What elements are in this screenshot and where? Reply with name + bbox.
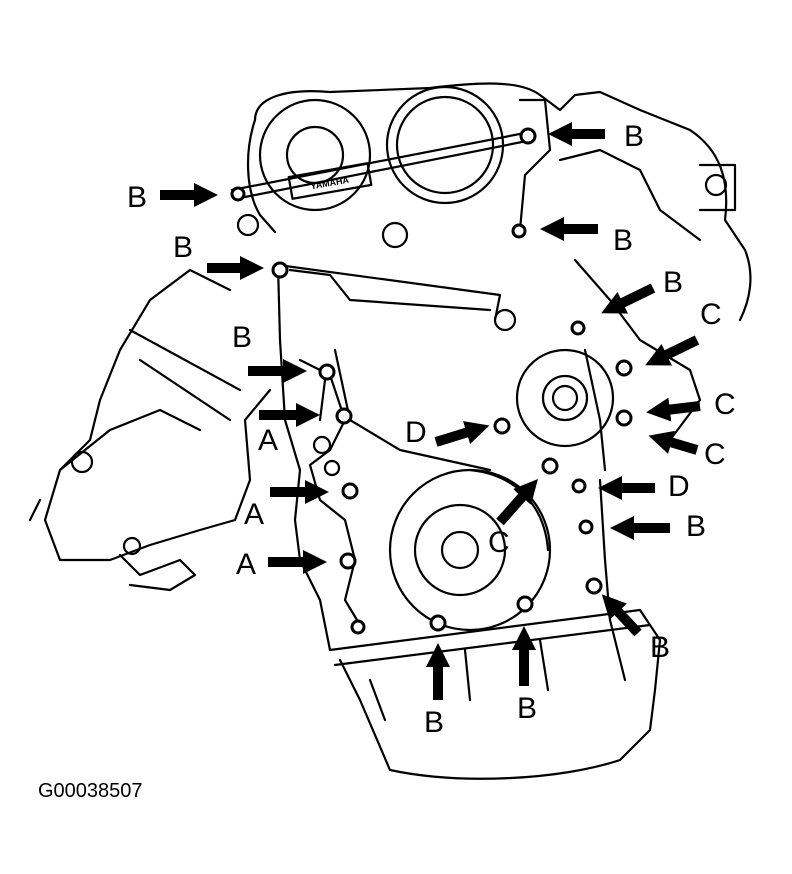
engine-drawing (28, 82, 752, 780)
bolt-icon (541, 457, 559, 475)
callout-d2: D (668, 470, 690, 503)
bolt-icon (570, 320, 586, 336)
arrow-icon (434, 421, 490, 447)
arrow-icon (496, 479, 538, 526)
bolt-icon (511, 223, 527, 239)
bolt-icon (339, 552, 357, 570)
callout-d1: D (405, 416, 427, 449)
callout-b7: B (686, 510, 707, 543)
arrow-icon (645, 335, 700, 366)
arrow-icon (601, 283, 656, 314)
bolt-icon (493, 417, 511, 435)
callout-a3: A (236, 548, 257, 581)
arrow-icon (601, 594, 642, 637)
bolt-icon (429, 614, 447, 632)
callout-b6: B (232, 321, 253, 354)
bolt-icon (571, 478, 587, 494)
bolt-icon (516, 595, 534, 613)
callout-b1: B (127, 181, 148, 214)
arrows (160, 121, 701, 700)
bolt-icon (350, 619, 366, 635)
bolt-icon (271, 261, 289, 279)
bolt-icon (230, 186, 246, 202)
figure-id-caption: G00038507 (38, 780, 143, 802)
callout-b2: B (624, 120, 645, 153)
callout-b5: B (663, 266, 684, 299)
callout-b4: B (173, 231, 194, 264)
callout-b9: B (424, 706, 445, 739)
callout-b8: B (650, 631, 671, 664)
callout-c1: C (700, 298, 722, 331)
bolt-icon (341, 482, 359, 500)
bolt-icon (615, 409, 633, 427)
bolts (230, 127, 633, 635)
callout-b3: B (613, 224, 634, 257)
bolt-icon (519, 127, 537, 145)
arrow-icon (646, 397, 701, 422)
callout-a2: A (244, 498, 265, 531)
callout-b10: B (517, 692, 538, 725)
callout-c2: C (714, 388, 736, 421)
bolt-icon (615, 359, 633, 377)
bolt-icon (318, 363, 336, 381)
callout-c3: C (704, 438, 726, 471)
callout-c4: C (488, 526, 510, 559)
arrow-icon (648, 430, 699, 455)
callout-a1: A (258, 424, 279, 457)
bolt-icon (585, 577, 603, 595)
bolt-icon (578, 519, 594, 535)
bolt-icon (335, 407, 353, 425)
